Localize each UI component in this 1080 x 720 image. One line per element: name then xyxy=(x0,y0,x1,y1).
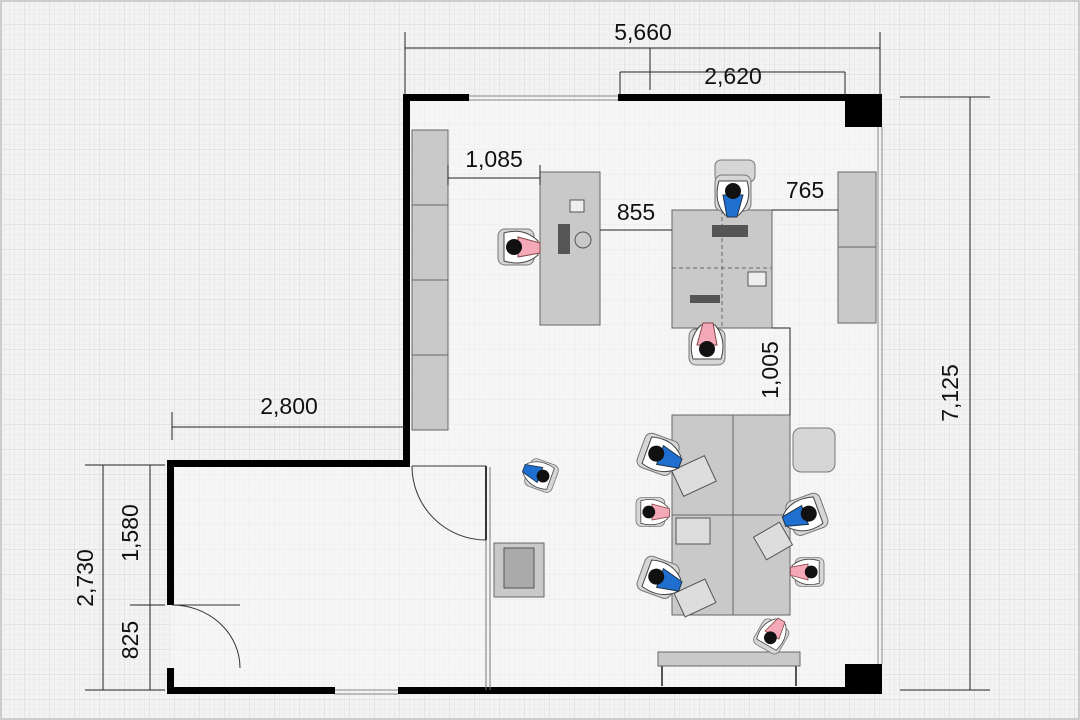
person-pink-bottom xyxy=(688,322,726,366)
dim-small-room-height: 2,730 xyxy=(72,549,98,607)
dim-total-height: 7,125 xyxy=(937,364,963,422)
dim-cabinet-to-desk: 1,085 xyxy=(465,146,523,172)
desk-left xyxy=(539,171,601,326)
dim-right-width: 2,620 xyxy=(704,63,762,89)
dim-desk-gap: 855 xyxy=(617,199,655,225)
person-pink-table-2 xyxy=(635,497,670,527)
meeting-table xyxy=(671,414,794,618)
cabinet-right xyxy=(837,171,877,324)
bench xyxy=(657,651,801,686)
dim-entry-width: 2,800 xyxy=(260,393,318,419)
door-small-room xyxy=(171,604,241,669)
windows xyxy=(335,95,883,695)
dimension-labels: 5,660 2,620 1,085 855 765 1,005 2,800 7,… xyxy=(72,19,963,659)
person-blue-top xyxy=(714,174,752,218)
cabinet-left xyxy=(411,129,449,431)
dim-upper-segment: 1,580 xyxy=(117,504,143,562)
side-desk xyxy=(493,542,545,598)
person-pink-table-5 xyxy=(790,557,825,587)
dim-total-width: 5,660 xyxy=(614,19,672,45)
dim-desk-to-cabinet: 765 xyxy=(786,177,824,203)
dim-door-segment: 825 xyxy=(117,621,143,659)
dim-desk-to-table: 1,005 xyxy=(757,341,783,399)
person-pink-desk xyxy=(497,228,541,266)
desk-block xyxy=(671,209,773,329)
dimension-lines xyxy=(85,32,990,691)
door-inner xyxy=(411,465,487,541)
walls xyxy=(167,94,882,694)
